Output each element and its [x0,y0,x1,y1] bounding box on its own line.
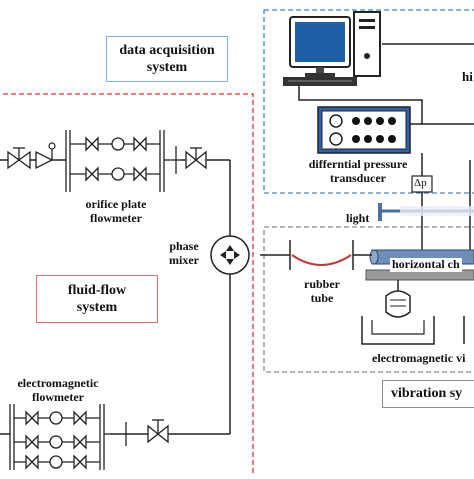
dp-transducer-unit [317,106,411,154]
vibration-text: vibration sy [391,386,463,402]
orifice-flowmeter-bank [65,130,207,192]
computer-tower-icon [353,11,381,77]
inlet-valve-icon [7,142,56,170]
dp-symbol: Δp [414,177,427,189]
horizontal-channel-label: horizontal ch [390,257,462,272]
fluid-flow-label: fluid-flow system [36,275,158,323]
dp-transducer-line1: differntial pressure [308,157,408,171]
data-acquisition-line2: system [146,60,188,75]
data-acquisition-line1: data acquisition [119,42,215,58]
phase-mixer-label: phase mixer [160,239,208,268]
vibration-boundary [263,226,474,373]
orifice-flowmeter-line1: orifice plate [85,197,147,211]
light-source [378,203,474,221]
dp-transducer-line2: transducer [330,170,386,185]
vibration-label: vibration sy [382,380,474,408]
em-flowmeter-line2: flowmeter [32,389,84,404]
orifice-flowmeter-label: orifice plate flowmeter [66,197,166,226]
computer-tag: hi [462,69,473,84]
rubber-tube-line1: rubber [304,277,340,291]
em-flowmeter-label: electromagnetic flowmeter [6,376,110,405]
fluid-flow-line2: system [76,300,118,315]
data-acquisition-boundary [263,9,474,194]
computer-monitor-icon [289,16,351,77]
keyboard-icon [283,77,357,86]
phase-mixer-line2: mixer [169,252,199,267]
vibrator-icon [361,280,465,345]
light-label: light [346,211,370,225]
rubber-tube [260,240,372,270]
fluid-flow-line1: fluid-flow [67,282,127,298]
phase-mixer-line1: phase [169,239,199,253]
em-flowmeter-bank [9,404,169,470]
dp-transducer-label: differntial pressure transducer [280,157,436,186]
em-vibrator-label: electromagnetic vi [372,351,466,365]
rubber-tube-line2: tube [310,290,334,305]
phase-mixer-icon [210,235,250,275]
rubber-tube-label: rubber tube [300,277,344,306]
data-acquisition-label: data acquisition system [106,36,228,82]
orifice-flowmeter-line2: flowmeter [90,210,142,225]
em-flowmeter-line1: electromagnetic [17,376,99,390]
